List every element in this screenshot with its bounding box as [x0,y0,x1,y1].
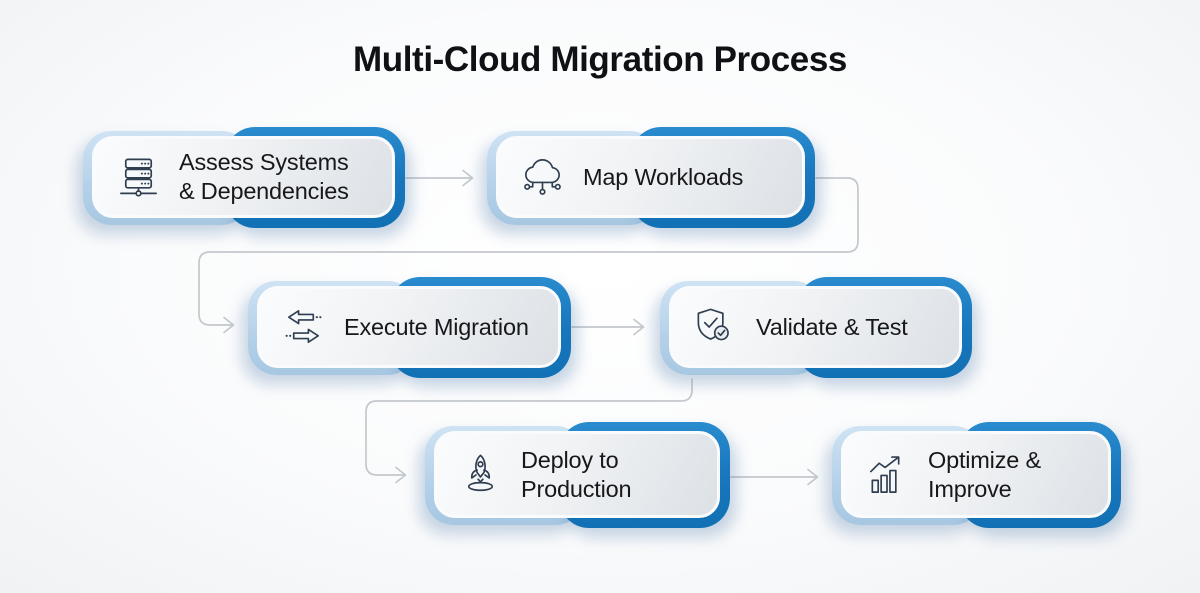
node-optimize-improve: Optimize & Improve [832,422,1121,528]
transfer-arrows-icon [280,304,327,351]
node-execute-migration: Execute Migration [248,277,571,378]
node-validate-test: Validate & Test [660,277,972,378]
server-stack-icon [115,154,162,201]
node-label: Assess Systems & Dependencies [179,149,349,204]
arrow-assess-to-map [405,169,474,187]
node-label: Deploy to Production [521,446,632,502]
node-assess-systems: Assess Systems & Dependencies [83,127,405,228]
node-label: Map Workloads [583,163,744,190]
bar-chart-growth-icon [864,451,911,498]
node-label: Optimize & Improve [928,446,1041,502]
rocket-launch-icon [457,451,504,498]
arrow-deploy-to-optimize [730,468,819,486]
arrow-execute-to-validate [571,318,645,336]
page-title: Multi-Cloud Migration Process [353,40,847,79]
node-deploy-production: Deploy to Production [425,422,730,528]
node-label: Validate & Test [756,313,908,340]
shield-check-icon [692,304,739,351]
node-label: Execute Migration [344,313,529,340]
cloud-network-icon [519,154,566,201]
node-map-workloads: Map Workloads [487,127,815,228]
